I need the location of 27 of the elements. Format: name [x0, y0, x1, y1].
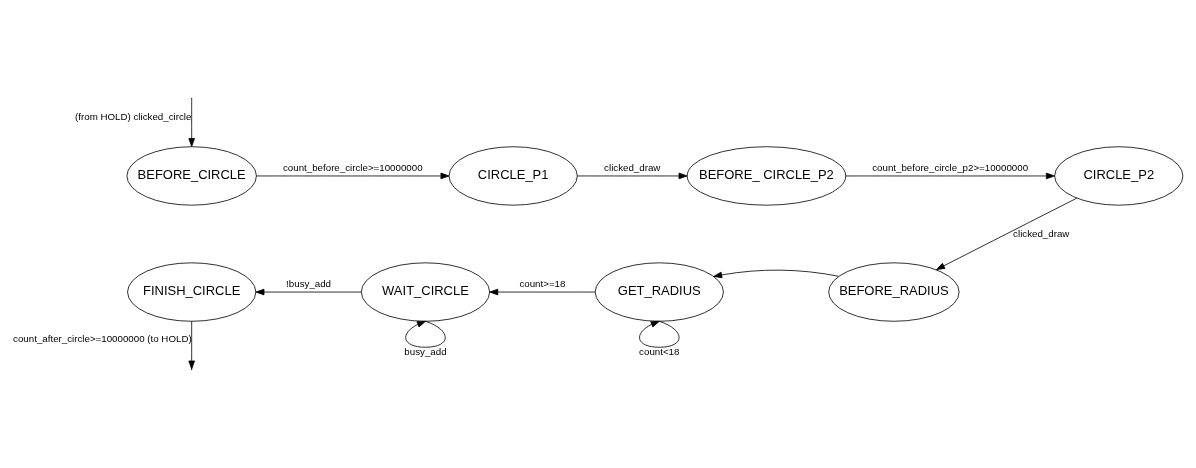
edge-label: busy_add [404, 346, 447, 358]
edge-label: clicked_draw [604, 161, 661, 173]
arrow [936, 197, 1078, 270]
node-ellipse: BEFORE_ CIRCLE_P2 [686, 146, 847, 206]
arrow [256, 172, 450, 180]
arrow [255, 288, 362, 296]
edge-label: count<18 [639, 346, 680, 358]
node-ellipse: CIRCLE_P2 [1054, 146, 1184, 206]
edge-label: count_before_circle_p2>=10000000 [872, 161, 1029, 173]
arrow [845, 172, 1055, 180]
arrow [188, 320, 195, 370]
node-ellipse: WAIT_CIRCLE [360, 262, 491, 322]
edge-label: count>=18 [519, 277, 566, 289]
node-ellipse: BEFORE_CIRCLE [126, 146, 257, 206]
arrow [577, 172, 688, 180]
node-ellipse: CIRCLE_P1 [448, 146, 578, 206]
edge-label: count_after_circle>=10000000 (to HOLD) [13, 333, 192, 345]
edge-label: !busy_add [286, 277, 332, 289]
arrow [405, 320, 446, 348]
edge-label: count_before_circle>=10000000 [282, 161, 423, 173]
node-ellipse: FINISH_CIRCLE [127, 262, 257, 322]
arrow [489, 288, 596, 296]
edge-label: (from HOLD) clicked_circle [75, 110, 192, 122]
edge-label: clicked_draw [1013, 227, 1070, 239]
arrow [713, 269, 840, 279]
arrow [188, 98, 195, 147]
arrow [639, 320, 680, 348]
